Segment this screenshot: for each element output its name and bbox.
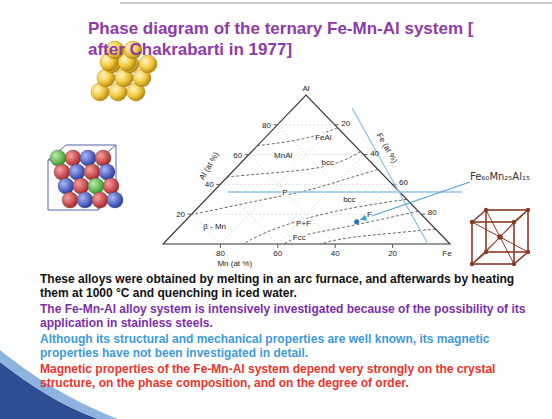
- axis-number: 20: [387, 249, 398, 258]
- phase-label: Fcc: [292, 232, 307, 241]
- axis-number: 80: [261, 120, 272, 129]
- phase-label: P: [281, 187, 288, 196]
- note-paragraph: The Fe-Mn-Al alloy system is intensively…: [40, 302, 545, 330]
- axis-number: 60: [272, 249, 283, 258]
- axis-number: 60: [398, 178, 409, 187]
- vertex-label: Al: [301, 84, 310, 93]
- axis-number: 20: [340, 118, 351, 127]
- ordered-cube-model: [48, 145, 123, 210]
- axis-number: 40: [330, 249, 341, 258]
- bcc-cube-model: [470, 208, 530, 266]
- axis-number: 80: [215, 249, 226, 258]
- phase-label: MnAl: [273, 150, 293, 159]
- vertex-label: Fe: [441, 249, 452, 258]
- phase-label: β - Mn: [202, 222, 227, 231]
- slide-title: Phase diagram of the ternary Fe-Mn-Al sy…: [88, 18, 488, 60]
- slide-rule: [120, 3, 552, 4]
- phase-label: P+F: [295, 219, 312, 228]
- axis-number: 80: [427, 208, 438, 217]
- axis-number: 60: [232, 150, 243, 159]
- axis-number: 40: [204, 180, 215, 189]
- ternary-diagram: [163, 95, 470, 248]
- axis-title: Fe (at %): [374, 130, 399, 165]
- phase-label: bcc: [342, 195, 356, 204]
- composition-label: Fe₆₀Mn₂₅Al₁₅: [469, 171, 531, 182]
- axis-title: Al (at %): [196, 149, 220, 182]
- note-paragraph: Although its structural and mechanical p…: [40, 332, 545, 360]
- axis-number: 20: [175, 210, 186, 219]
- axis-title: Mn (at %): [216, 259, 253, 268]
- note-paragraph: Magnetic properties of the Fe-Mn-Al syst…: [40, 362, 545, 390]
- phase-label: bcc: [321, 158, 335, 167]
- phase-label: F: [366, 210, 373, 219]
- phase-label: FeAl: [314, 132, 332, 141]
- axis-number: 40: [369, 148, 380, 157]
- note-paragraph: These alloys were obtained by melting in…: [40, 272, 545, 300]
